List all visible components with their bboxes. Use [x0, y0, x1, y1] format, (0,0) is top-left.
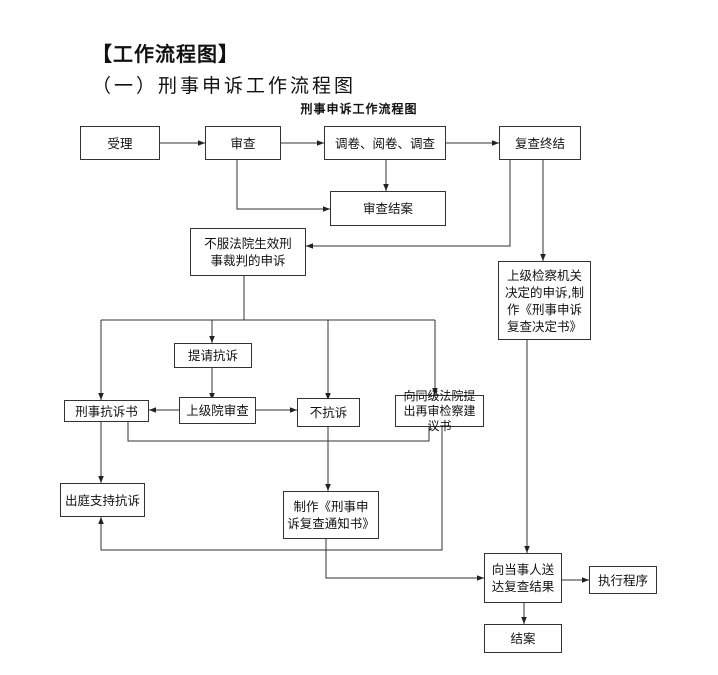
node-superior-review: 上级院审查: [179, 397, 256, 424]
node-review: 审查: [205, 126, 281, 160]
node-court-support: 出庭支持抗诉: [60, 483, 145, 517]
arrow-notice-deliver: [325, 539, 484, 581]
line-protestdoc-retrial: [127, 422, 430, 442]
arrow-review-reviewdone: [236, 160, 330, 212]
node-unsatisfied: 不服法院生效刑 事裁判的申诉: [190, 228, 306, 276]
section-heading: （一）刑事申诉工作流程图: [92, 75, 357, 97]
arrow-retrial-court: [98, 427, 443, 551]
node-no-protest: 不抗诉: [297, 398, 360, 427]
arrow-recheck-unsatisfied: [306, 160, 511, 249]
node-accept: 受理: [80, 126, 160, 160]
node-execute: 执行程序: [589, 566, 657, 594]
node-retrial-suggest: 向同级法院提 出再审检察建 议书: [395, 389, 484, 433]
node-superior-decision: 上级检察机关 决定的申诉,制 作《刑事申诉 复查决定书》: [498, 261, 591, 340]
diagram-title: 刑事申诉工作流程图: [300, 102, 418, 116]
node-notice-doc: 制作《刑事申 诉复查通知书》: [283, 491, 379, 539]
page-heading: 【工作流程图】: [92, 42, 239, 66]
node-close-case: 结案: [484, 624, 562, 653]
node-review-done: 审查结案: [330, 191, 446, 226]
node-investigate: 调卷、阅卷、调查: [324, 126, 446, 160]
node-recheck-done: 复查终结: [499, 126, 581, 160]
node-protest-doc: 刑事抗诉书: [64, 400, 149, 422]
node-request-protest: 提请抗诉: [174, 343, 252, 368]
node-deliver-result: 向当事人送 达复查结果: [484, 553, 562, 603]
